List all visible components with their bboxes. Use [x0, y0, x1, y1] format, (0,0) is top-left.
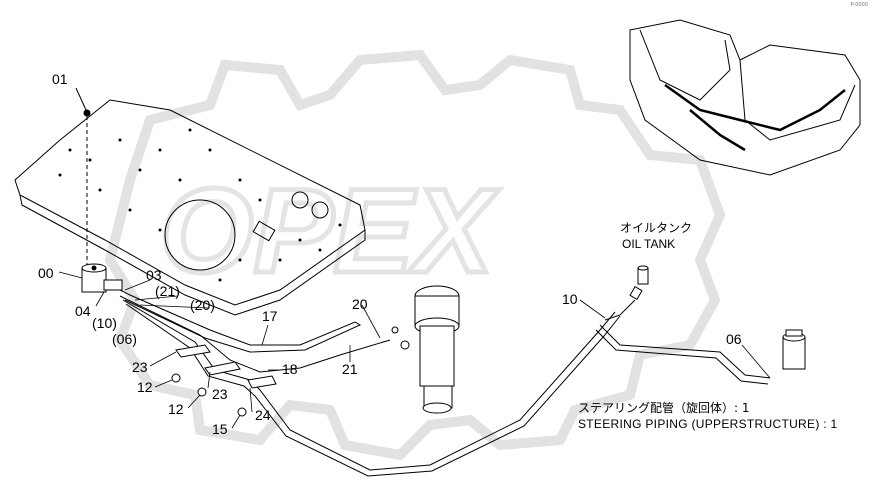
- caption-jp: ステアリング配管（旋回体）: 1: [578, 401, 750, 415]
- oil-tank-label-jp: オイルタンク: [620, 221, 693, 235]
- label-17: 17: [262, 308, 278, 324]
- label-01: 01: [52, 71, 68, 87]
- excavator-thumbnail: [629, 19, 861, 176]
- label-06-paren: (06): [112, 331, 137, 347]
- label-06: 06: [726, 331, 742, 347]
- caption-en: STEERING PIPING (UPPERSTRUCTURE) : 1: [578, 417, 838, 431]
- label-12-b: 12: [168, 401, 184, 417]
- label-00: 00: [38, 265, 54, 281]
- clamps: [171, 344, 277, 417]
- bolt-01: [75, 87, 91, 265]
- hose-10: [604, 285, 643, 321]
- floor-plate: [14, 99, 366, 316]
- label-18: 18: [282, 361, 298, 377]
- watermark-opex: OPEX: [160, 164, 500, 298]
- label-10: 10: [562, 291, 578, 307]
- label-12-a: 12: [137, 379, 153, 395]
- corner-code: P-0000: [850, 2, 868, 8]
- label-15: 15: [212, 421, 228, 437]
- hose-06: [595, 324, 771, 385]
- oil-tank-label-en: OIL TANK: [622, 237, 676, 251]
- label-24: 24: [255, 407, 271, 423]
- watermark-gear: [104, 49, 726, 461]
- label-21: 21: [342, 361, 358, 377]
- watermark-text: OPEX: [158, 162, 503, 301]
- label-20: 20: [352, 296, 368, 312]
- label-23-b: 23: [212, 386, 228, 402]
- leader-lines: [58, 271, 771, 429]
- valve-00: [81, 263, 123, 293]
- label-21-paren: (21): [155, 283, 180, 299]
- swivel-joint: [391, 285, 460, 414]
- label-10-paren: (10): [92, 315, 117, 331]
- label-04: 04: [75, 303, 91, 319]
- filter-06: [782, 329, 806, 370]
- oil-tank-fitting: [637, 265, 649, 285]
- label-20-paren: (20): [190, 297, 215, 313]
- label-23-a: 23: [132, 359, 148, 375]
- hose-bundle: [119, 289, 621, 477]
- label-03: 03: [146, 267, 162, 283]
